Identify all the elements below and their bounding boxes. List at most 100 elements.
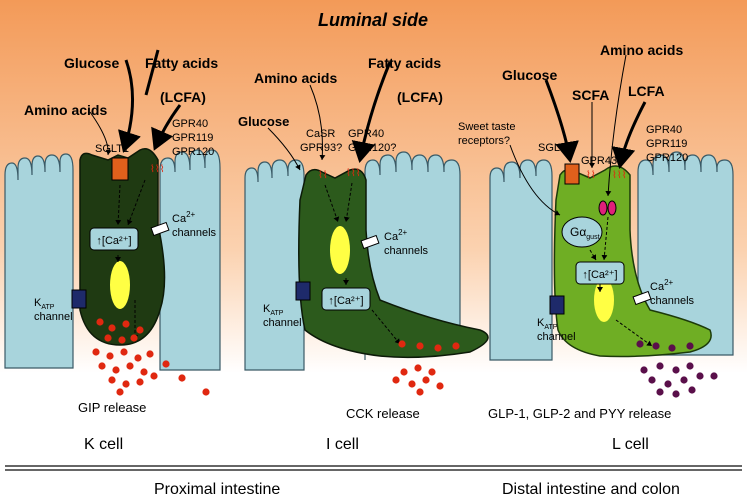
i-glucose-arrow — [267, 127, 301, 171]
hormone-granules — [92, 318, 718, 398]
k-ca-channel-shape — [150, 221, 170, 237]
l-granule — [686, 362, 694, 370]
i-ca-label: Ca2+ — [384, 228, 408, 243]
i-granule — [416, 342, 424, 350]
k-granule — [108, 324, 116, 332]
l-sweet-receptor-a — [598, 200, 608, 216]
k-gpr120-label: GPR120 — [172, 146, 214, 158]
k-granule — [118, 336, 126, 344]
i-calcium-box — [321, 287, 371, 311]
l-signal-arrow-1 — [589, 249, 597, 261]
l-granule — [640, 366, 648, 374]
i-gpr-receptor-cluster: ⌇⌇⌇ — [346, 168, 361, 179]
k-calcium-vesicle — [110, 261, 130, 309]
k-katp-channel-shape — [71, 289, 87, 309]
i-fatty-acid-arrow — [351, 61, 392, 163]
k-granule — [202, 388, 210, 396]
i-cell-panel: ⌇⌇ ⌇⌇⌇ ↑[Ca²⁺] Amino acids Fatty acids (… — [238, 55, 489, 453]
i-granule — [392, 376, 400, 384]
i-katp-channel-label: channel — [263, 317, 302, 329]
l-sweet-label-line1: Sweet taste — [458, 121, 515, 133]
i-villus-left — [244, 159, 305, 371]
k-ca-channels-label: channels — [172, 227, 217, 239]
k-signal-arrow-2 — [126, 179, 146, 226]
i-katp-label: KATP — [263, 303, 284, 317]
i-calcium-text: ↑[Ca²⁺] — [328, 295, 363, 307]
l-lcfa-arrow — [611, 101, 647, 169]
k-granule — [162, 360, 170, 368]
l-katp-channel-shape — [549, 295, 565, 315]
k-glucose-arrow — [118, 59, 141, 153]
l-katp-channel-label: channel — [537, 331, 576, 343]
l-amino-arrow — [605, 54, 627, 197]
k-granule — [136, 326, 144, 334]
i-katp-channel-shape — [295, 281, 311, 301]
l-katp-label: KATP — [537, 317, 558, 331]
l-granule — [656, 362, 664, 370]
i-signal-arrow-1 — [324, 184, 340, 223]
k-lcfa-label: (LCFA) — [160, 89, 206, 105]
k-granule — [178, 374, 186, 382]
i-granule — [436, 382, 444, 390]
k-gpr119-label: GPR119 — [172, 132, 213, 144]
l-lcfa-label: LCFA — [628, 83, 665, 99]
l-granule — [668, 344, 676, 352]
k-granule — [146, 350, 154, 358]
k-granule — [130, 334, 138, 342]
i-granule — [400, 368, 408, 376]
l-sglt1-transporter — [564, 163, 580, 185]
k-granule — [108, 376, 116, 384]
i-gpr93-label: GPR93? — [300, 142, 342, 154]
i-fatty-acids-label: Fatty acids — [368, 55, 441, 71]
l-gust-oval — [561, 216, 603, 248]
k-granule — [92, 348, 100, 356]
i-granule — [422, 376, 430, 384]
l-gpr120-label: GPR120 — [646, 152, 688, 164]
k-cell-panel: ⌇⌇⌇ ↑[Ca²⁺] Glucose Fatty acids (LCFA) A… — [4, 49, 221, 453]
k-granule — [96, 318, 104, 326]
l-ca-channels-label: channels — [650, 295, 695, 307]
distal-intestine-label: Distal intestine and colon — [502, 481, 680, 498]
i-gpr120-label: GPR120? — [348, 142, 396, 154]
k-sglt1-transporter — [111, 157, 129, 181]
i-casr-receptor-cluster: ⌇⌇ — [318, 170, 328, 181]
k-cell-name: K cell — [84, 436, 123, 453]
i-granule — [428, 368, 436, 376]
k-amino-acids-label: Amino acids — [24, 102, 107, 118]
l-granule — [710, 372, 718, 380]
i-granule — [408, 380, 416, 388]
l-gust-label: Gαgust — [570, 225, 600, 241]
l-granule — [680, 376, 688, 384]
k-gpr40-label: GPR40 — [172, 118, 208, 130]
k-granule — [126, 362, 134, 370]
i-ca-channel-shape — [360, 234, 380, 250]
i-granule — [434, 344, 442, 352]
k-villus-left — [4, 153, 74, 369]
k-ca-label: Ca2+ — [172, 210, 196, 225]
l-scfa-label: SCFA — [572, 87, 609, 103]
l-signal-arrow-2 — [601, 216, 609, 261]
k-katp-channel-label: channel — [34, 311, 73, 323]
i-granule — [452, 342, 460, 350]
k-granule — [98, 362, 106, 370]
k-granule — [136, 378, 144, 386]
l-sglt1-label: SGLT1 — [538, 142, 572, 154]
k-granule — [106, 352, 114, 360]
i-ca-channels-label: channels — [384, 245, 429, 257]
l-glucose-label: Glucose — [502, 67, 557, 83]
l-calcium-vesicle — [594, 278, 614, 322]
i-amino-acids-label: Amino acids — [254, 70, 337, 86]
k-granule — [112, 366, 120, 374]
l-gpr43-label: GPR43 — [581, 155, 617, 167]
l-glucose-arrow — [544, 79, 579, 163]
k-glucose-label: Glucose — [64, 55, 119, 71]
k-calcium-text: ↑[Ca²⁺] — [96, 235, 131, 247]
l-granule — [672, 390, 680, 398]
k-granule — [122, 380, 130, 388]
l-amino-acids-label: Amino acids — [600, 42, 683, 58]
k-granule — [134, 354, 142, 362]
l-granule — [664, 380, 672, 388]
k-release-label: GIP release — [78, 400, 146, 415]
k-granule — [120, 348, 128, 356]
